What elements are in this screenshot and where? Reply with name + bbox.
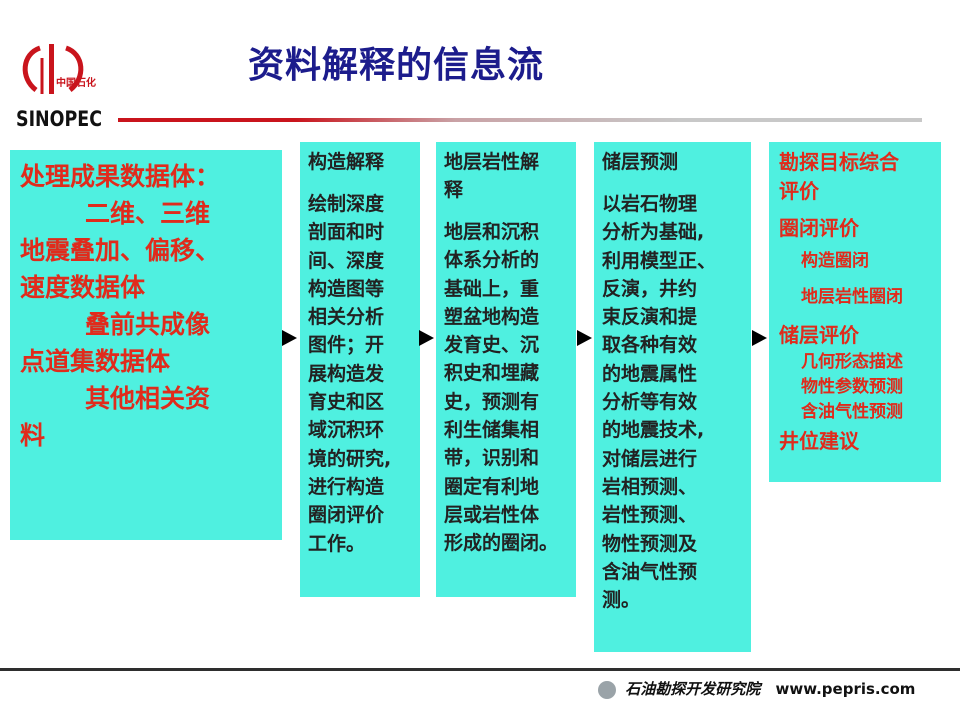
box-heading: 储层预测 [602,151,679,173]
text-line: 以岩石物理 [602,193,698,215]
footer: 石油勘探开发研究院 www.pepris.com [598,678,950,702]
box-body: 绘制深度剖面和时间、深度构造图等相关分析图件；开展构造发育史和区域沉积环境的研究… [308,190,412,558]
arrow-right-icon [419,330,434,346]
text-line: 岩相预测、 [602,475,698,498]
text-line: 地层和沉积 [444,221,540,243]
text-line: 间、深度 [308,249,385,272]
text-line: 构造图等 [308,277,385,300]
source-line: 速度数据体 [20,273,146,302]
text-line: 含油气性预 [602,560,698,583]
text-line: 的地震属性 [602,362,698,385]
target-evaluation-box: 勘探目标综合评价 圈闭评价 构造圈闭 地层岩性圈闭 储层评价 几何形态描述 物性… [769,142,941,482]
box-body: 地层和沉积体系分析的基础上，重塑盆地构造发育史、沉积史和埋藏史，预测有利生储集相… [444,218,568,558]
text-line: 圈定有利地 [444,475,540,498]
trap-item: 构造圈闭 [801,251,869,271]
box-body: 以岩石物理分析为基础, 利用模型正、反演，井约束反演和提取各种有效的地震属性分析等… [602,190,743,614]
arrow-right-icon [577,330,592,346]
text-line: 剖面和时 [308,221,385,244]
box-heading: 地层岩性解释 [444,148,568,204]
text-line: 分析等有效 [602,391,698,414]
footer-url[interactable]: www.pepris.com [775,680,916,698]
text-line: 基础上，重 [444,277,540,300]
text-line: 测。 [602,589,641,612]
text-line: 圈闭评价 [308,504,385,527]
source-data-box: 处理成果数据体： 二维、三维地震叠加、偏移、速度数据体叠前共成像点道集数据体其他相… [10,150,282,540]
text-line: 育史和区 [308,391,385,414]
text-line: 勘探目标综合 [779,150,899,174]
stratigraphic-lithology-box: 地层岩性解释 地层和沉积体系分析的基础上，重塑盆地构造发育史、沉积史和埋藏史，预… [436,142,576,597]
text-line: 岩性预测、 [602,504,698,527]
text-line: 地层岩性解 [444,151,540,173]
text-line: 体系分析的 [444,249,540,272]
box-heading: 构造解释 [308,151,385,173]
trap-item: 地层岩性圈闭 [801,287,903,307]
source-line: 叠前共成像 [85,310,211,339]
text-line: 取各种有效 [602,334,698,357]
footer-org: 石油勘探开发研究院 [625,680,761,698]
text-line: 形成的圈闭。 [444,532,559,555]
trap-heading: 圈闭评价 [779,216,859,240]
reservoir-item: 物性参数预测 [801,377,903,397]
text-line: 的地震技术, [602,419,705,442]
text-line: 利用模型正、 [602,249,717,272]
text-line: 进行构造 [308,475,385,498]
box-heading: 勘探目标综合评价 [779,148,931,206]
text-line: 塑盆地构造 [444,305,540,328]
text-line: 层或岩性体 [444,503,540,526]
reservoir-prediction-box: 储层预测 以岩石物理分析为基础, 利用模型正、反演，井约束反演和提取各种有效的地震… [594,142,751,652]
structural-interpretation-box: 构造解释 绘制深度剖面和时间、深度构造图等相关分析图件；开展构造发育史和区域沉积… [300,142,420,597]
footer-divider [0,668,960,671]
text-line: 反演，井约 [602,277,698,300]
reservoir-item: 几何形态描述 [801,352,903,372]
source-line: 二维、三维 [85,199,211,228]
text-line: 展构造发 [308,362,385,385]
source-line: 点道集数据体 [20,347,171,376]
text-line: 积史和埋藏 [444,362,540,385]
text-line: 图件；开 [308,334,385,357]
text-line: 史，预测有 [444,390,540,413]
text-line: 境的研究, [308,447,392,470]
text-line: 域沉积环 [308,419,385,442]
source-line: 地震叠加、偏移、 [20,236,221,265]
text-line: 带，识别和 [444,447,540,470]
text-line: 相关分析 [308,306,385,329]
arrow-right-icon [282,330,297,346]
text-line: 工作。 [308,532,366,555]
arrow-right-icon [752,330,767,346]
text-line: 对储层进行 [602,447,698,470]
reservoir-item: 含油气性预测 [801,402,903,422]
logo-en-text: SINOPEC [16,107,102,131]
page-title: 资料解释的信息流 [248,45,545,86]
text-line: 释 [444,179,464,201]
reservoir-heading: 储层评价 [779,323,859,347]
source-line: 处理成果数据体： [20,162,221,191]
source-line: 其他相关资 [85,384,211,413]
text-line: 物性预测及 [602,532,698,555]
text-line: 束反演和提 [602,306,698,329]
text-line: 发育史、沉 [444,334,540,357]
text-line: 分析为基础, [602,221,705,244]
logo-cn-text: 中国石化 [56,76,96,89]
text-line: 绘制深度 [308,193,385,215]
well-heading: 井位建议 [779,429,859,453]
source-line: 料 [20,421,46,450]
wechat-icon [598,680,616,699]
title-divider [118,118,922,122]
text-line: 利生储集相 [444,419,540,442]
text-line: 评价 [779,179,819,203]
sinopec-logo: 中国石化 SINOPEC [16,44,102,131]
